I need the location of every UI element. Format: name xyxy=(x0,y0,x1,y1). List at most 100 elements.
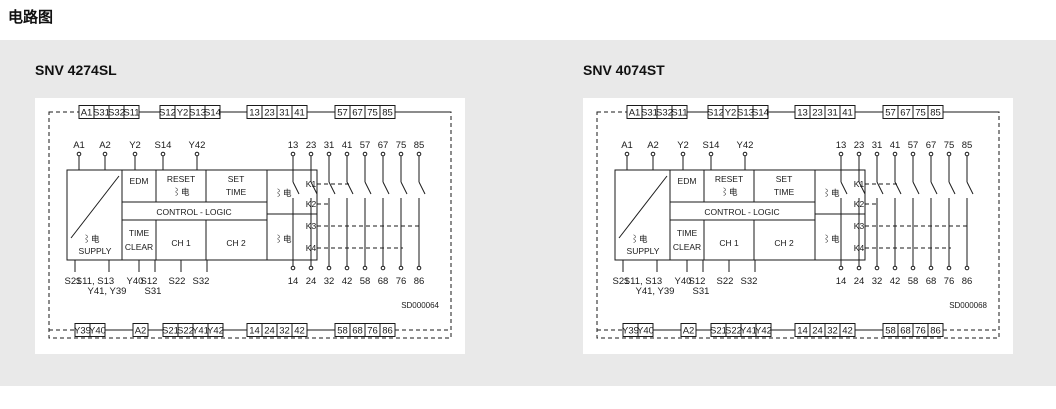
diagram-2-top-terminal-label: A1 xyxy=(629,108,641,119)
diagram-2-top-terminal-label: 85 xyxy=(930,108,941,119)
diagram-1-supply-diagonal xyxy=(70,175,120,239)
diagram-2-bottom-terminal-label: 58 xyxy=(885,326,896,337)
diagram-2-top-terminal-label: S11 xyxy=(671,108,687,119)
diagram-1-top-terminal-label: 67 xyxy=(352,108,363,119)
diagram-2-top-terminal-label: S13 xyxy=(737,108,754,119)
diagram-1-contact-bottom-label: 76 xyxy=(396,276,407,287)
diagram-2-supply-diagonal xyxy=(618,175,668,239)
diagram-1-bottom-label: S32 xyxy=(193,276,210,287)
diagram-2-top-terminal-label: S31 xyxy=(641,108,658,119)
diagram-2-contact-switch xyxy=(858,181,866,195)
diagram-1-contact-top-label: 67 xyxy=(378,140,389,151)
diagram-2-bottom-terminal-label: 76 xyxy=(915,326,926,337)
diagram-1-bottom-terminal-label: Y39 xyxy=(74,326,91,337)
diagram-1-contact-dot xyxy=(416,151,422,157)
diagram-2-contact-dot xyxy=(838,265,844,271)
diagram-1-clear-label: CLEAR xyxy=(125,242,153,252)
diagram-2-contact-dot xyxy=(928,151,934,157)
diagram-1-terminal-dot xyxy=(102,151,108,157)
model-title-1: SNV 4274SL xyxy=(35,62,117,78)
diagram-2-contact-switch xyxy=(966,181,974,195)
diagram-2-contact-dot xyxy=(856,265,862,271)
diagram-1-top-terminal-label: Y2 xyxy=(177,108,189,119)
diagram-1-supply-label: SUPPLY xyxy=(79,246,112,256)
diagram-2-drawing-code: SD000068 xyxy=(949,301,987,310)
page-title: 电路图 xyxy=(8,8,54,26)
diagram-1-bottom-label: S12 xyxy=(141,276,158,287)
diagram-1-relay-box xyxy=(266,213,318,261)
diagram-1-contact-bottom-label: 68 xyxy=(378,276,389,287)
diagram-1-top-terminal-label: 41 xyxy=(294,108,305,119)
diagram-1-bottom-label: S22 xyxy=(169,276,186,287)
diagram-2-edm-label: EDM xyxy=(678,176,697,186)
diagram-2-contact-dot xyxy=(946,265,952,271)
diagram-2-bottom-label: S32 xyxy=(741,276,758,287)
diagram-2-bottom-terminal-label: 68 xyxy=(900,326,911,337)
diagram-1-reset-symbol: ⌇电 xyxy=(172,187,190,197)
diagram-2-bottom-terminal-label: Y42 xyxy=(755,326,772,337)
diagram-1-contact-bottom-label: 42 xyxy=(342,276,353,287)
diagram-1-supply-box xyxy=(66,169,123,261)
diagram-1-contact-bottom-label: 14 xyxy=(288,276,299,287)
diagram-1-logic-label: CONTROL - LOGIC xyxy=(156,207,231,217)
diagram-2-contact-top-label: 41 xyxy=(890,140,901,151)
diagram-2-top-terminal-label: 75 xyxy=(915,108,926,119)
diagram-1-top-label: A1 xyxy=(73,140,85,151)
diagram-2-top-terminal-label: 31 xyxy=(827,108,838,119)
diagram-2-terminal-dot xyxy=(624,151,630,157)
diagram-1-contact-top-label: 13 xyxy=(288,140,299,151)
diagram-2-contact-bottom-label: 24 xyxy=(854,276,865,287)
diagram-2-terminal-dot xyxy=(742,151,748,157)
diagram-1-contact-dot xyxy=(290,265,296,271)
diagram-2-top-label: Y2 xyxy=(677,140,689,151)
diagram-1-reset-label: RESET xyxy=(167,174,195,184)
diagram-2-bottom-label: Y40 xyxy=(675,276,692,287)
diagram-1-contact-top-label: 23 xyxy=(306,140,317,151)
diagram-2-bottom-terminal-label: S21 xyxy=(710,326,727,337)
diagram-2-contact-dot xyxy=(838,151,844,157)
diagram-2-clear-label: CLEAR xyxy=(673,242,701,252)
diagram-2-top-label: S14 xyxy=(703,140,720,151)
diagram-2-border xyxy=(596,111,1000,339)
diagram-2-top-label: A2 xyxy=(647,140,659,151)
diagram-2-contact-top-label: 57 xyxy=(908,140,919,151)
diagram-2-top-terminal-label: 41 xyxy=(842,108,853,119)
diagram-2-bottom-terminal-label: 14 xyxy=(797,326,808,337)
diagram-1-bottom-terminal-label: 24 xyxy=(264,326,275,337)
diagram-1-bottom-terminal-label: 14 xyxy=(249,326,260,337)
diagram-1-relay-box xyxy=(266,169,318,215)
diagram-2-contact-dot xyxy=(910,151,916,157)
diagram-1-bottom-terminal-label: Y42 xyxy=(207,326,224,337)
diagram-1-terminal-dot xyxy=(194,151,200,157)
diagram-2-top-terminal-label: 57 xyxy=(885,108,896,119)
diagram-1-border xyxy=(48,111,452,339)
diagram-1-contact-dot xyxy=(398,151,404,157)
diagram-1-contact-dot xyxy=(326,265,332,271)
diagram-2-contact-top-label: 13 xyxy=(836,140,847,151)
diagram-1-contact-top-label: 85 xyxy=(414,140,425,151)
diagram-1-bottom-label: S11, S13 xyxy=(76,276,114,287)
diagram-2-bottom-terminal-label: A2 xyxy=(683,326,695,337)
diagram-1-contact-bottom-label: 58 xyxy=(360,276,371,287)
diagram-2-terminal-dot xyxy=(650,151,656,157)
diagram-1-set-time-label: TIME xyxy=(226,187,247,197)
diagram-2-top-terminal-label: 67 xyxy=(900,108,911,119)
diagram-1-contact-top-label: 31 xyxy=(324,140,335,151)
diagram-1-bottom-terminal-label: Y41 xyxy=(192,326,209,337)
diagram-2-supply-symbol: ⌇电 xyxy=(630,234,648,244)
diagram-1-contact-dot xyxy=(308,265,314,271)
diagram-2-supply-box xyxy=(614,169,671,261)
diagram-1-top-terminal-label: S32 xyxy=(108,108,125,119)
diagram-2-contact-bottom-label: 68 xyxy=(926,276,937,287)
diagram-1-top-terminal-label: 31 xyxy=(279,108,290,119)
diagram-2-contact-switch xyxy=(948,181,956,195)
diagram-1-ch2-label: CH 2 xyxy=(226,238,246,248)
diagram-2-relay-symbol: ⌇电 xyxy=(822,234,840,244)
diagram-2-top-terminal-label: 23 xyxy=(812,108,823,119)
diagram-1-top-terminal-label: S11 xyxy=(123,108,139,119)
diagram-1-contact-dot xyxy=(380,151,386,157)
diagram-1-contact-dot xyxy=(362,265,368,271)
diagram-2-relay-label: K1 xyxy=(854,179,865,189)
diagram-1-contact-dot xyxy=(380,265,386,271)
diagram-2-contact-dot xyxy=(874,265,880,271)
